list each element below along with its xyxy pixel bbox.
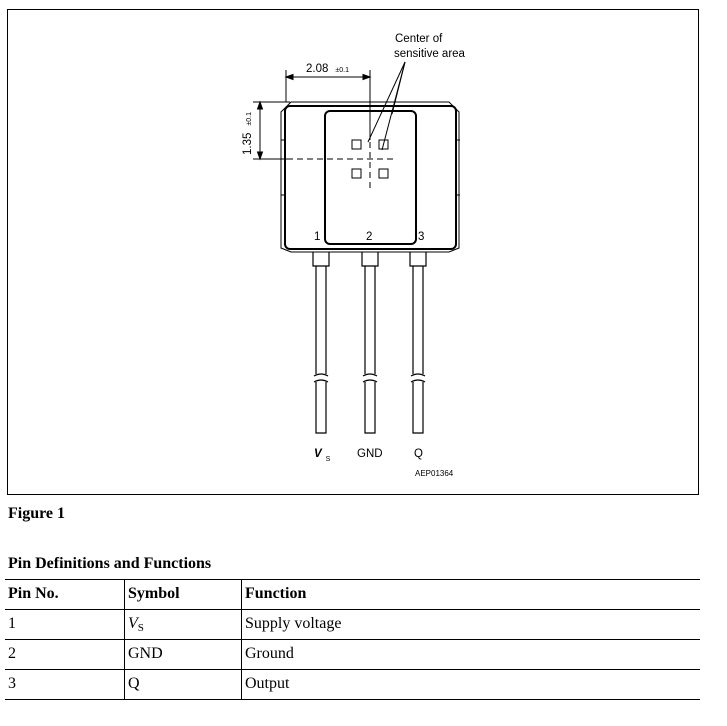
- header-pin-no: Pin No.: [5, 579, 125, 610]
- header-symbol: Symbol: [124, 579, 242, 610]
- symbol-main: V: [128, 614, 138, 632]
- table-row: 2 GND Ground: [5, 639, 700, 670]
- table-header-row: Pin No. Symbol Function: [5, 579, 700, 610]
- figure-caption: Figure 1: [8, 505, 66, 522]
- cell-pin: 3: [5, 669, 125, 700]
- annotation-label-line1: Center of: [395, 33, 443, 45]
- symbol-sub: S: [137, 621, 144, 634]
- cell-pin: 1: [5, 609, 125, 640]
- dim-horizontal-main: 2.08: [306, 63, 328, 75]
- dim-vertical-value: 1.35 ±0.1: [238, 112, 255, 155]
- vertical-dimension: [253, 100, 290, 161]
- cell-function: Supply voltage: [241, 609, 700, 640]
- cell-function: Output: [241, 669, 700, 700]
- pin-label-gnd: GND: [357, 448, 383, 460]
- pin-number-2: 2: [366, 231, 372, 243]
- figure-frame: [7, 9, 699, 495]
- lead-1: [312, 252, 330, 434]
- annotation-label-line2: sensitive area: [394, 48, 466, 60]
- cell-symbol: GND: [124, 639, 242, 670]
- cell-symbol: VS: [124, 609, 242, 640]
- annotation-leaders: [367, 61, 406, 151]
- pin-label-vs-sub: S: [326, 456, 331, 463]
- cell-symbol: Q: [124, 669, 242, 700]
- cell-pin: 2: [5, 639, 125, 670]
- center-lines: [287, 132, 396, 190]
- lead-2: [361, 252, 379, 434]
- dim-horizontal-value: 2.08 ±0.1: [306, 59, 349, 76]
- table-row: 1 VS Supply voltage: [5, 609, 700, 640]
- pin-label-vs: V S: [314, 444, 331, 463]
- header-function: Function: [241, 579, 700, 610]
- pin-label-vs-main: V: [314, 448, 323, 460]
- dim-vertical-tol: ±0.1: [246, 112, 253, 126]
- pin-number-3: 3: [418, 231, 424, 243]
- lead-3: [409, 252, 427, 434]
- pin-definitions-table: Pin No. Symbol Function 1 VS Supply volt…: [5, 579, 700, 700]
- pin-number-1: 1: [314, 231, 320, 243]
- cell-function: Ground: [241, 639, 700, 670]
- pin-label-q: Q: [414, 448, 423, 460]
- dim-horizontal-tol: ±0.1: [335, 67, 349, 74]
- dim-vertical-main: 1.35: [242, 133, 254, 155]
- package-drawing: Center of sensitive area 2.08 ±0.1 1.35 …: [238, 33, 466, 478]
- table-row: 3 Q Output: [5, 669, 700, 700]
- table-title: Pin Definitions and Functions: [8, 555, 212, 572]
- horizontal-dimension: [284, 70, 372, 140]
- drawing-code: AEP01364: [415, 469, 454, 478]
